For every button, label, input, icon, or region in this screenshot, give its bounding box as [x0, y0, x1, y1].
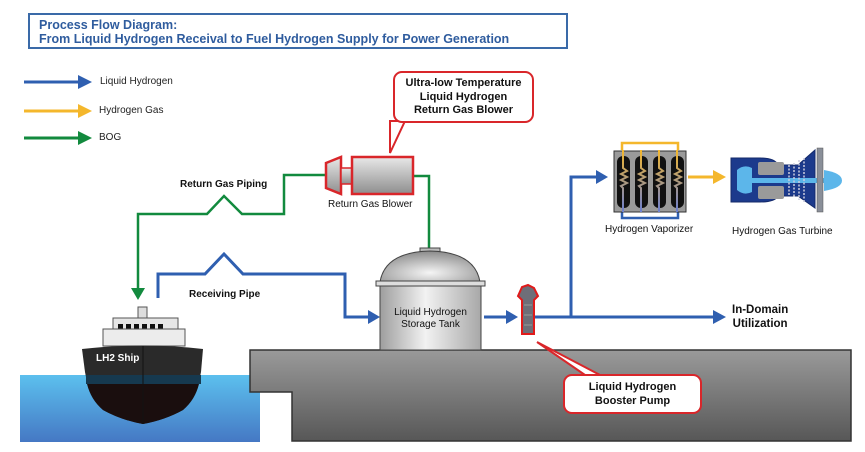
blower-callout: Ultra-low Temperature Liquid Hydrogen Re… — [393, 71, 534, 123]
in-domain-utilization-label: In-Domain Utilization — [732, 303, 788, 331]
vaporizer-label: Hydrogen Vaporizer — [605, 224, 694, 235]
return-gas-piping-label: Return Gas Piping — [180, 179, 268, 190]
in-domain-arrowhead — [713, 310, 726, 324]
hydrogen-vaporizer[interactable] — [613, 141, 687, 220]
legend-label-bog: BOG — [99, 132, 122, 143]
ship-label: LH2 Ship — [96, 353, 140, 364]
vaporizer-inlet-arrowhead — [596, 170, 608, 184]
storage-tank-label-line-2: Storage Tank — [401, 319, 460, 330]
title-line-1: Process Flow Diagram: — [39, 18, 178, 32]
legend-label-hydrogen-gas: Hydrogen Gas — [99, 105, 164, 116]
return-gas-blower-label: Return Gas Blower — [328, 199, 413, 210]
pump-callout-line-2: Booster Pump — [594, 394, 671, 407]
liquid-hydrogen-storage-tank[interactable] — [375, 247, 486, 351]
return-gas-arrowhead — [131, 288, 145, 300]
hydrogen-gas-turbine[interactable] — [730, 147, 842, 213]
storage-tank-label: Liquid Hydrogen Storage Tank — [380, 307, 481, 331]
turbine-label: Hydrogen Gas Turbine — [732, 226, 833, 237]
blower-callout-line-1: Ultra-low Temperature — [405, 77, 522, 89]
return-gas-blower[interactable] — [324, 155, 415, 196]
pump-inlet-arrowhead — [506, 310, 518, 324]
legend-arrow-hydrogen-gas — [24, 104, 92, 118]
receiving-pipe-label: Receiving Pipe — [189, 289, 261, 300]
pump-callout-line-1: Liquid Hydrogen — [588, 381, 677, 393]
legend-arrow-bog — [24, 131, 92, 145]
bog-pipe-tank-to-blower — [413, 174, 431, 248]
storage-tank-label-line-1: Liquid Hydrogen — [394, 307, 467, 318]
vaporizer-feed-pipe — [569, 175, 598, 317]
title-line-2: From Liquid Hydrogen Receival to Fuel Hy… — [39, 32, 510, 46]
legend-label-liquid-hydrogen: Liquid Hydrogen — [100, 76, 173, 87]
quay-ground — [249, 349, 852, 442]
in-domain-label-line-2: Utilization — [732, 318, 788, 330]
diagram-title: Process Flow Diagram: From Liquid Hydrog… — [28, 13, 568, 49]
blower-callout-line-3: Return Gas Blower — [413, 104, 514, 116]
receiving-pipe-arrowhead — [368, 310, 380, 324]
blower-callout-line-2: Liquid Hydrogen — [419, 90, 508, 103]
liquid-hydrogen-booster-pump[interactable] — [516, 283, 540, 335]
lh2-ship[interactable] — [82, 306, 203, 424]
hydrogen-gas-arrowhead — [713, 170, 726, 184]
legend-arrow-liquid-hydrogen — [24, 75, 92, 89]
pump-callout: Liquid Hydrogen Booster Pump — [563, 374, 702, 414]
return-gas-pipe — [136, 173, 325, 290]
in-domain-label-line-1: In-Domain — [732, 304, 789, 316]
blower-callout-pointer — [389, 120, 407, 154]
receiving-pipe — [156, 251, 370, 319]
